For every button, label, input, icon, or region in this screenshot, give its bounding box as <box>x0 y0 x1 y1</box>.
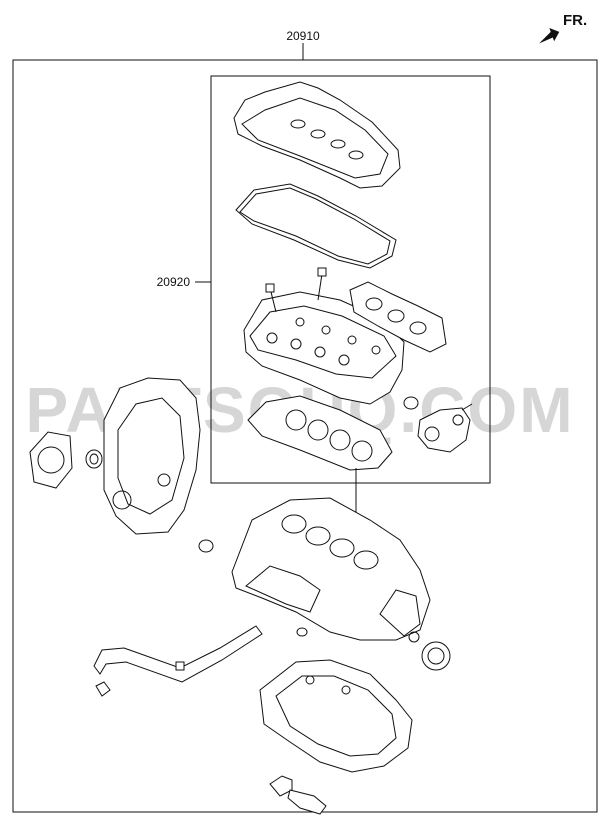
front-label: FR. <box>563 12 587 29</box>
rear-o-ring-part[interactable] <box>408 631 420 643</box>
crankshaft-front-seal-part[interactable] <box>85 449 103 469</box>
drain-plug-gasket-part[interactable] <box>296 627 308 637</box>
assembly-frame <box>12 59 598 813</box>
front-direction-indicator: FR. <box>539 12 587 44</box>
crankshaft-rear-seal-part[interactable] <box>421 641 451 671</box>
thermostat-housing-part[interactable] <box>417 403 473 453</box>
cylinder-head-gasket-part[interactable] <box>247 395 393 471</box>
exhaust-manifold-gasket-part[interactable] <box>349 281 447 353</box>
timing-chain-cover-part[interactable] <box>103 377 201 535</box>
rocker-cover-gasket-part[interactable] <box>233 81 401 189</box>
subassembly-frame <box>210 75 491 484</box>
oil-pan-part[interactable] <box>259 659 413 773</box>
block-o-ring-part[interactable] <box>198 539 214 553</box>
cylinder-block-part[interactable] <box>231 497 431 641</box>
valve-stem-seal-part[interactable] <box>265 267 327 293</box>
front-arrow-icon <box>539 28 560 44</box>
oil-level-gauge-tube-part[interactable] <box>93 625 263 683</box>
oil-strainer-part[interactable] <box>269 775 327 815</box>
cylinder-head-part[interactable] <box>243 273 405 405</box>
thermostat-o-ring-part[interactable] <box>403 396 419 410</box>
water-pump-gasket-part[interactable] <box>29 431 73 489</box>
cover-seal-gasket-part[interactable] <box>235 183 397 269</box>
assembly-part-number[interactable]: 20910 <box>286 29 320 43</box>
subassembly-part-number[interactable]: 20920 <box>157 275 191 289</box>
oil-level-gauge-o-ring-part[interactable] <box>95 681 111 697</box>
